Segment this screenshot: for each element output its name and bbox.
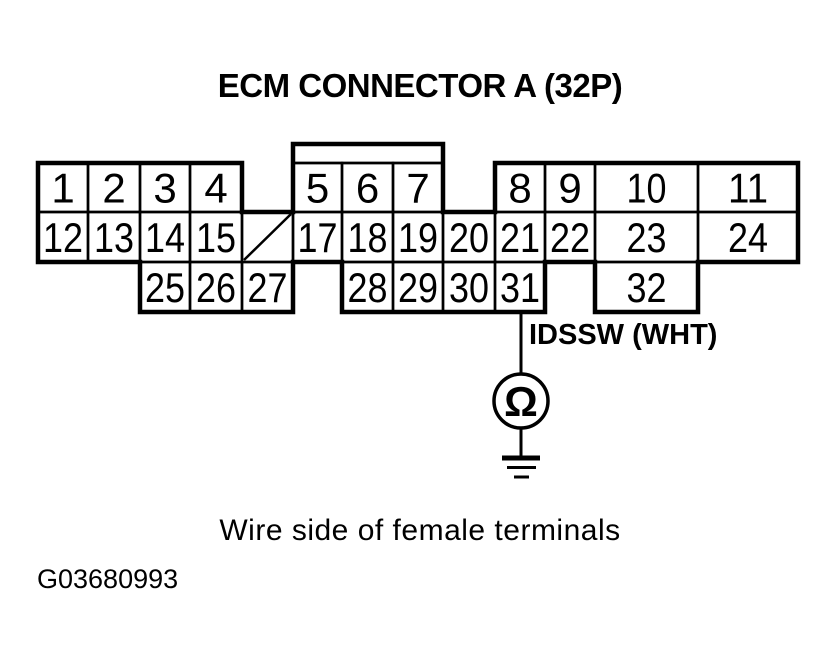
wire-label: IDSSW (WHT) [529,319,718,351]
pin-number: 12 [43,214,83,261]
pin-number: 14 [145,214,185,261]
pin-number: 31 [500,264,540,311]
pin-number: 8 [508,165,531,212]
pin-number: 27 [248,264,288,311]
pin-number: 9 [558,165,581,212]
connector-index-tab [291,142,445,165]
pin-number: 29 [398,264,438,311]
diagram-title: ECM CONNECTOR A (32P) [217,67,623,104]
pin-number: 32 [627,264,667,311]
pin-number: 21 [500,214,540,261]
pin-number: 30 [449,264,489,311]
pin-number: 13 [94,214,134,261]
connector-outline [35,141,801,315]
pin-number: 3 [153,165,176,212]
pin-number: 19 [398,214,438,261]
ohm-symbol: Ω [504,378,538,425]
pin-number: 28 [348,264,388,311]
pin-number: 4 [204,165,227,212]
caption-text: Wire side of female terminals [219,514,621,547]
blocked-cavity-slash [243,213,292,261]
pin-number: 1 [51,165,74,212]
pin-number: 10 [627,165,667,212]
pin-number: 22 [550,214,590,261]
ground-icon [502,455,540,479]
figure-id: G03680993 [37,564,179,594]
pin-number: 15 [196,214,236,261]
pin-number: 17 [298,214,338,261]
pin-number: 25 [145,264,185,311]
pin-number: 24 [728,214,768,261]
pin-number: 23 [627,214,667,261]
pin-number: 6 [356,165,379,212]
pin-number: 20 [449,214,489,261]
test-circuit: Ω [492,313,550,479]
pin-number: 7 [406,165,429,212]
pin-number: 5 [306,165,329,212]
pin-number: 18 [348,214,388,261]
pin-number: 2 [102,165,125,212]
pin-number: 11 [728,165,768,212]
pin-number: 26 [196,264,236,311]
